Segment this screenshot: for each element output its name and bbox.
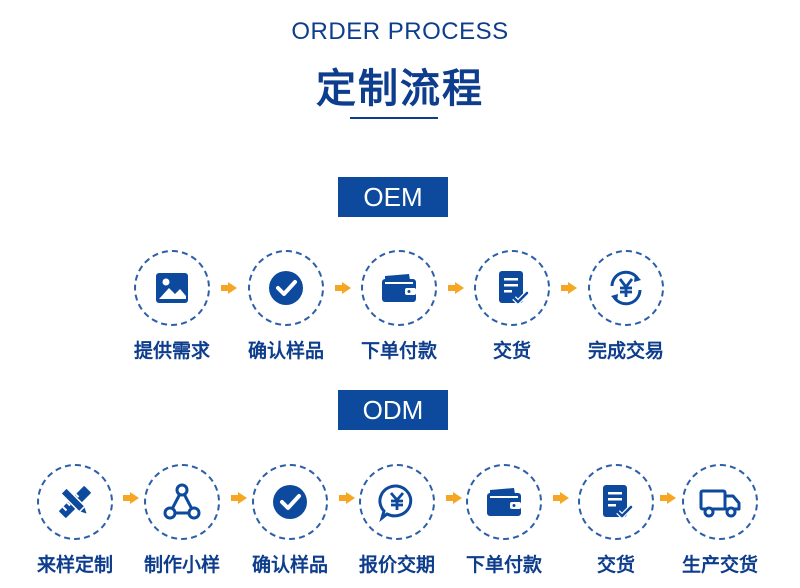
pencil-ruler-icon xyxy=(59,486,91,518)
odm-step-2: 制作小样 xyxy=(122,464,242,577)
oem-step-5: 完成交易 xyxy=(566,250,686,363)
arrow-right-icon xyxy=(561,282,577,294)
odm-step-4-circle xyxy=(359,464,435,540)
image-icon xyxy=(156,273,188,303)
odm-step-7: 生产交货 xyxy=(660,464,780,577)
arrow-right-icon xyxy=(446,492,462,504)
oem-step-3-label: 下单付款 xyxy=(360,340,437,362)
odm-step-7-label: 生产交货 xyxy=(681,554,758,576)
oem-step-4: 交货 xyxy=(452,250,572,363)
document-check-icon xyxy=(603,485,633,520)
arrow-right-icon xyxy=(123,492,139,504)
odm-step-4: 报价交期 xyxy=(337,464,457,577)
checkmark-circle-icon xyxy=(273,485,307,519)
arrow-right-icon xyxy=(553,492,569,504)
yen-exchange-icon xyxy=(610,270,642,306)
arrow-right-icon xyxy=(339,492,355,504)
oem-step-2-label: 确认样品 xyxy=(247,340,324,362)
odm-step-1: 来样定制 xyxy=(15,464,135,577)
arrow-right-icon xyxy=(448,282,464,294)
yen-chat-icon xyxy=(378,484,413,523)
network-triangle-icon xyxy=(163,483,201,520)
oem-step-3: 下单付款 xyxy=(339,250,459,363)
arrow-right-icon xyxy=(221,282,237,294)
document-check-icon xyxy=(499,271,529,306)
page-subtitle-en: ORDER PROCESS xyxy=(291,18,509,45)
odm-step-3: 确认样品 xyxy=(230,464,350,577)
oem-step-4-label: 交货 xyxy=(492,340,531,362)
odm-step-4-label: 报价交期 xyxy=(358,554,435,576)
page-title: 定制流程 xyxy=(316,66,484,112)
odm-step-5-circle xyxy=(466,464,542,540)
oem-step-1-label: 提供需求 xyxy=(133,340,210,362)
odm-step-6-circle xyxy=(578,464,654,540)
arrow-right-icon xyxy=(660,492,676,504)
oem-step-2: 确认样品 xyxy=(226,250,346,363)
oem-step-1: 提供需求 xyxy=(112,250,232,363)
odm-step-5-label: 下单付款 xyxy=(465,554,542,576)
oem-step-4-circle xyxy=(474,250,550,326)
oem-step-5-label: 完成交易 xyxy=(587,340,664,362)
odm-step-3-circle xyxy=(252,464,328,540)
oem-step-2-circle xyxy=(248,250,324,326)
odm-step-7-circle xyxy=(682,464,758,540)
odm-step-6: 交货 xyxy=(556,464,676,577)
oem-badge: OEM xyxy=(338,177,448,217)
delivery-truck-icon xyxy=(699,489,741,518)
odm-step-6-label: 交货 xyxy=(596,554,635,576)
odm-step-2-circle xyxy=(144,464,220,540)
odm-step-1-circle xyxy=(37,464,113,540)
arrow-right-icon xyxy=(335,282,351,294)
oem-step-3-circle xyxy=(361,250,437,326)
wallet-icon xyxy=(382,274,416,302)
odm-badge: ODM xyxy=(338,390,448,430)
wallet-icon xyxy=(487,488,521,516)
odm-step-1-label: 来样定制 xyxy=(36,554,113,576)
odm-step-3-label: 确认样品 xyxy=(251,554,328,576)
oem-step-5-circle xyxy=(588,250,664,326)
checkmark-circle-icon xyxy=(269,271,303,305)
title-divider xyxy=(350,117,438,119)
odm-step-5: 下单付款 xyxy=(444,464,564,577)
arrow-right-icon xyxy=(231,492,247,504)
odm-step-2-label: 制作小样 xyxy=(143,554,220,576)
oem-step-1-circle xyxy=(134,250,210,326)
